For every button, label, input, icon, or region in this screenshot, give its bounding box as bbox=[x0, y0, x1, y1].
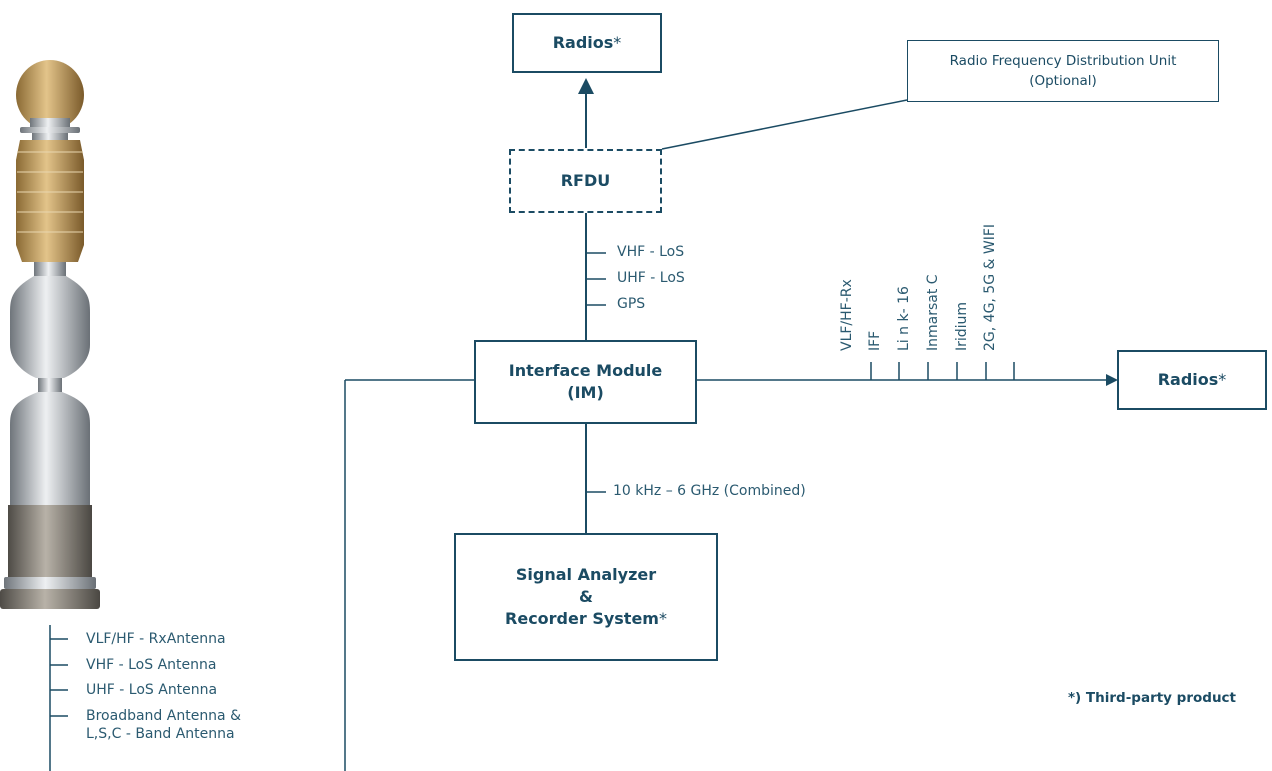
signal-analyzer-box: Signal Analyzer & Recorder System* bbox=[454, 533, 718, 661]
rfdu-box: RFDU bbox=[509, 149, 662, 213]
radio-link-link16: Li n k- 16 bbox=[896, 286, 912, 351]
radio-link-iff: IFF bbox=[867, 330, 883, 351]
third-party-footnote: *) Third-party product bbox=[1068, 690, 1237, 706]
antenna-mast-image bbox=[0, 60, 100, 609]
radios-right-box: Radios* bbox=[1117, 350, 1267, 410]
radio-link-inmarsat: Inmarsat C bbox=[925, 274, 941, 351]
rfdu-label: RFDU bbox=[560, 171, 611, 190]
link-label-uhf: UHF - LoS bbox=[617, 270, 685, 286]
antenna-uhf: UHF - LoS Antenna bbox=[86, 682, 218, 698]
radios-top-asterisk: * bbox=[613, 33, 622, 52]
radio-link-iridium: Iridium bbox=[954, 301, 970, 351]
link-label-vhf: VHF - LoS bbox=[617, 244, 685, 260]
interface-module-box: Interface Module (IM) bbox=[474, 340, 697, 424]
im-line1: Interface Module bbox=[508, 361, 663, 380]
radios-top-label: Radios bbox=[552, 33, 614, 52]
im-line2: (IM) bbox=[567, 383, 604, 402]
sa-line3-wrap: Recorder System* bbox=[505, 608, 667, 630]
rfdu-info-line1: Radio Frequency Distribution Unit bbox=[949, 53, 1177, 69]
rfdu-info-box: Radio Frequency Distribution Unit (Optio… bbox=[907, 40, 1219, 102]
antenna-vhf: VHF - LoS Antenna bbox=[86, 657, 217, 673]
sa-line3: Recorder System bbox=[505, 609, 659, 628]
link-label-gps: GPS bbox=[617, 296, 646, 312]
sa-line2: & bbox=[579, 587, 593, 606]
radios-top-box: Radios* bbox=[512, 13, 662, 73]
sa-asterisk: * bbox=[658, 609, 667, 628]
radio-link-vlf-hf: VLF/HF-Rx bbox=[839, 279, 855, 351]
radios-right-asterisk: * bbox=[1218, 370, 1227, 389]
sa-line1: Signal Analyzer bbox=[515, 565, 657, 584]
signal-link-label: 10 kHz – 6 GHz (Combined) bbox=[613, 483, 806, 499]
rfdu-info-line2: (Optional) bbox=[1029, 73, 1097, 89]
radio-link-cellular-wifi: 2G, 4G, 5G & WIFI bbox=[982, 223, 998, 351]
antenna-lsc-band: L,S,C - Band Antenna bbox=[86, 726, 235, 742]
antenna-broadband: Broadband Antenna & bbox=[86, 708, 242, 724]
radios-right-label: Radios bbox=[1157, 370, 1219, 389]
antenna-vlf-hf: VLF/HF - RxAntenna bbox=[86, 631, 226, 647]
